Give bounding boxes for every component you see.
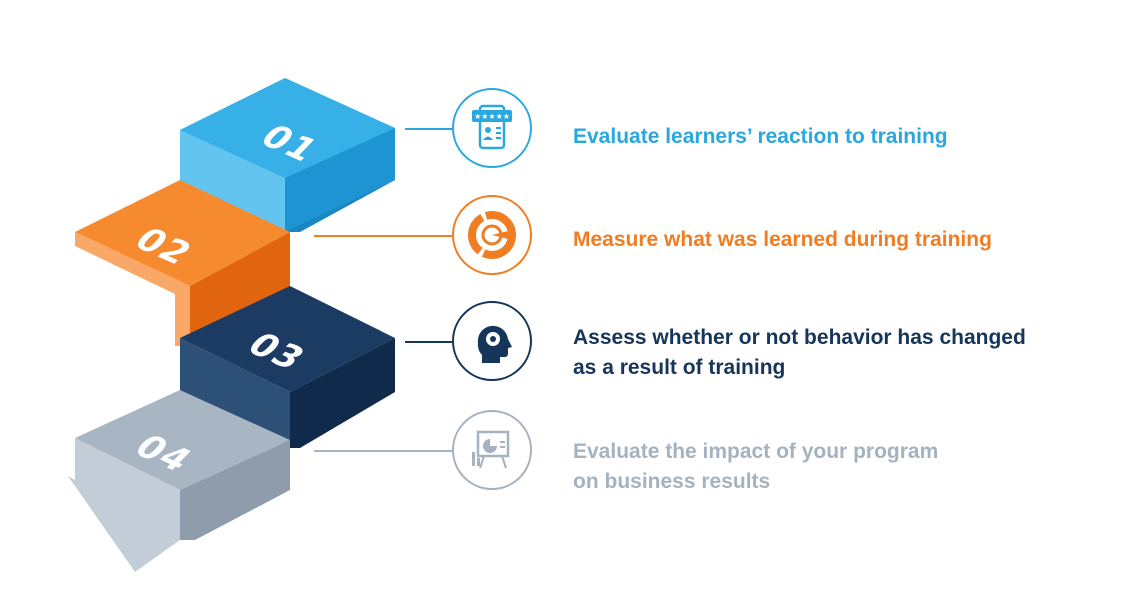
step-04-block <box>68 390 290 572</box>
step-03-label: Assess whether or not behavior has chang… <box>573 326 1026 379</box>
step-04-label: Evaluate the impact of your program on b… <box>573 440 939 493</box>
step-02-block <box>75 180 290 346</box>
connector-02 <box>314 235 452 237</box>
step-03-block <box>180 286 395 448</box>
step-01-label: Evaluate learners’ reaction to training <box>573 125 948 148</box>
connector-01 <box>405 128 452 130</box>
step-01-block <box>180 78 395 232</box>
svg-text:★★★★★: ★★★★★ <box>474 112 510 121</box>
step-02-label: Measure what was learned during training <box>573 228 992 251</box>
connector-03 <box>405 341 452 343</box>
head-mind-icon <box>452 301 532 381</box>
rating-device-icon: ★★★★★ <box>452 88 532 168</box>
presentation-chart-icon <box>452 410 532 490</box>
gauge-icon <box>452 195 532 275</box>
connector-04 <box>314 450 452 452</box>
